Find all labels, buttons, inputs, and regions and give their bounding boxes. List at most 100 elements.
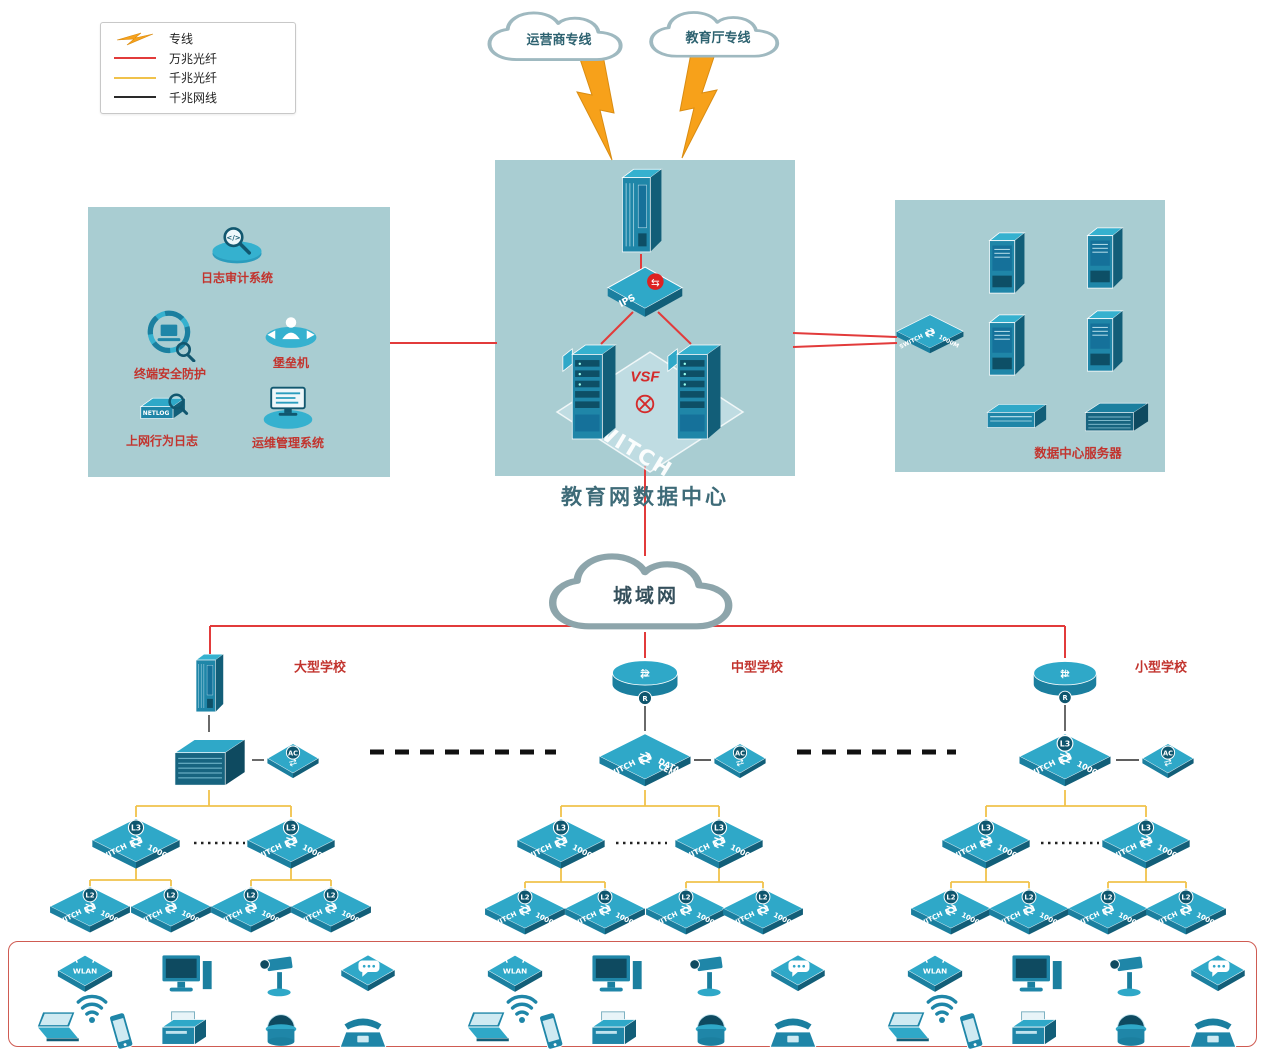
- svg-text:SWITCH: SWITCH: [519, 841, 553, 864]
- ac-controller: ⇄ AC: [711, 741, 769, 779]
- l2-switch: ⇄ ⇄ L2 SWITCH 1000M: [562, 885, 648, 938]
- svg-text:L3: L3: [131, 823, 141, 832]
- svg-text:⇄: ⇄: [322, 897, 339, 917]
- metro-network-cloud: 城域网: [540, 546, 752, 642]
- svg-text:⇄: ⇄: [1060, 667, 1070, 681]
- l2-switch: ⇄ ⇄ L2 SWITCH 1000M: [47, 883, 133, 936]
- svg-text:⇄: ⇄: [1177, 899, 1194, 919]
- svg-text:⇄: ⇄: [677, 899, 694, 919]
- svg-text:R: R: [642, 695, 648, 703]
- svg-text:⇄: ⇄: [1020, 899, 1037, 919]
- svg-text:⇄: ⇄: [516, 899, 533, 919]
- svg-text:L2: L2: [1103, 893, 1112, 901]
- svg-text:SWITCH: SWITCH: [602, 758, 637, 782]
- netlog-label: 上网行为日志: [125, 433, 198, 448]
- svg-text:⇄: ⇄: [754, 899, 771, 919]
- svg-text:⇄: ⇄: [596, 899, 613, 919]
- svg-text:SWITCH: SWITCH: [1148, 909, 1179, 930]
- yellow-line-icon: [113, 76, 157, 79]
- svg-text:⇄: ⇄: [288, 757, 299, 770]
- legend-row-1g-copper: 千兆网线: [113, 89, 283, 106]
- ac-controller: ⇄ AC: [264, 741, 322, 779]
- svg-text:⇄: ⇄: [1055, 747, 1075, 770]
- large-school-core-switch: [166, 730, 252, 790]
- svg-text:⇄: ⇄: [126, 830, 145, 852]
- legend-label: 千兆网线: [169, 90, 218, 105]
- svg-text:1000M: 1000M: [1075, 759, 1106, 781]
- svg-text:L3: L3: [1060, 739, 1070, 748]
- svg-text:⇄: ⇄: [1136, 830, 1155, 852]
- l3-switch: ⇄ ⇄ L3 SWITCH 1000M: [1016, 730, 1114, 790]
- svg-text:L2: L2: [681, 893, 690, 901]
- svg-text:⇄: ⇄: [638, 668, 650, 677]
- school-label-medium: 中型学校: [730, 659, 784, 675]
- svg-text:AC: AC: [735, 749, 745, 757]
- svg-text:SWITCH: SWITCH: [1070, 909, 1101, 930]
- svg-text:1000M: 1000M: [99, 908, 126, 927]
- bastion-host-label: 堡垒机: [272, 355, 309, 370]
- svg-text:1000M: 1000M: [301, 842, 330, 863]
- l2-switch: ⇄ ⇄ L2 SWITCH 1000M: [128, 883, 214, 936]
- svg-text:L2: L2: [1024, 893, 1033, 901]
- svg-text:⇄: ⇄: [281, 830, 300, 852]
- svg-text:SWITCH: SWITCH: [991, 909, 1022, 930]
- log-audit-icon: </>: [209, 224, 265, 266]
- legend-label: 千兆光纤: [169, 71, 218, 86]
- datacenter-panel: [495, 160, 795, 476]
- server-panel-title: 数据中心服务器: [1034, 446, 1122, 461]
- bastion-host-icon: [263, 312, 319, 351]
- internet-behavior-log: NETLOG 上网行为日志: [97, 388, 227, 449]
- bastion-host: 堡垒机: [226, 312, 356, 371]
- svg-text:1000M: 1000M: [1156, 842, 1185, 863]
- l2-switch: ⇄ ⇄ L2 SWITCH 1000M: [908, 885, 994, 938]
- svg-text:L2: L2: [758, 893, 767, 901]
- svg-text:⇄: ⇄: [977, 830, 996, 852]
- carrier-cloud: 运营商专线: [480, 6, 638, 70]
- svg-text:⇄: ⇄: [754, 899, 771, 919]
- svg-text:1000M: 1000M: [772, 910, 799, 929]
- svg-text:⇄: ⇄: [551, 830, 570, 852]
- l2-switch: ⇄ ⇄ L2 SWITCH 1000M: [986, 885, 1072, 938]
- svg-text:SWITCH: SWITCH: [249, 841, 283, 864]
- svg-text:⇄: ⇄: [735, 757, 746, 770]
- svg-text:1000M: 1000M: [1117, 910, 1144, 929]
- l2-switch: ⇄ ⇄ L2 SWITCH 1000M: [208, 883, 294, 936]
- school-label-small: 小型学校: [1134, 659, 1188, 675]
- svg-text:AC: AC: [1163, 749, 1173, 757]
- svg-text:L3: L3: [1141, 823, 1151, 832]
- svg-text:SWITCH: SWITCH: [293, 907, 324, 928]
- svg-text:SWITCH: SWITCH: [725, 909, 756, 930]
- cloud-shape: [649, 11, 780, 58]
- legend-label: 万兆光纤: [169, 51, 218, 66]
- endpoint-devices-zone: [8, 941, 1257, 1047]
- l3-switch: ⇄ ⇄ L3 SWITCH 1000M: [672, 815, 766, 872]
- l3-switch: ⇄ ⇄ L3 SWITCH 1000M: [1099, 815, 1193, 872]
- legend-row-1g-fiber: 千兆光纤: [113, 69, 283, 86]
- small-school-router: ⇄ ⇄ R: [1029, 656, 1101, 706]
- svg-text:⇄: ⇄: [242, 897, 259, 917]
- cloud-shape: [549, 553, 733, 630]
- svg-text:⇄: ⇄: [242, 897, 259, 917]
- svg-text:1000M: 1000M: [1195, 910, 1222, 929]
- vsf-label: VSF: [630, 368, 660, 386]
- svg-text:⇄: ⇄: [709, 830, 728, 852]
- svg-text:1000M: 1000M: [695, 910, 722, 929]
- datacenter-title: 教育网数据中心: [561, 484, 729, 509]
- svg-text:R: R: [1062, 694, 1067, 702]
- svg-text:⇄: ⇄: [976, 830, 995, 852]
- svg-text:⇄: ⇄: [942, 899, 959, 919]
- svg-text:⇄: ⇄: [596, 899, 613, 919]
- svg-text:⇄: ⇄: [1020, 899, 1037, 919]
- svg-text:⇄: ⇄: [552, 830, 571, 852]
- l2-switch: ⇄ ⇄ L2 SWITCH 1000M: [288, 883, 374, 936]
- svg-text:⇄: ⇄: [635, 747, 655, 770]
- ops-management-system: 运维管理系统: [223, 384, 353, 451]
- svg-text:⇄: ⇄: [127, 830, 146, 852]
- l2-switch: ⇄ ⇄ L2 SWITCH 1000M: [1143, 885, 1229, 938]
- svg-text:SWITCH: SWITCH: [677, 841, 711, 864]
- endpoint-security-label: 终端安全防护: [133, 366, 206, 381]
- carrier-cloud-label: 运营商专线: [526, 31, 592, 47]
- svg-text:⇄: ⇄: [162, 897, 179, 917]
- svg-text:L2: L2: [1181, 893, 1190, 901]
